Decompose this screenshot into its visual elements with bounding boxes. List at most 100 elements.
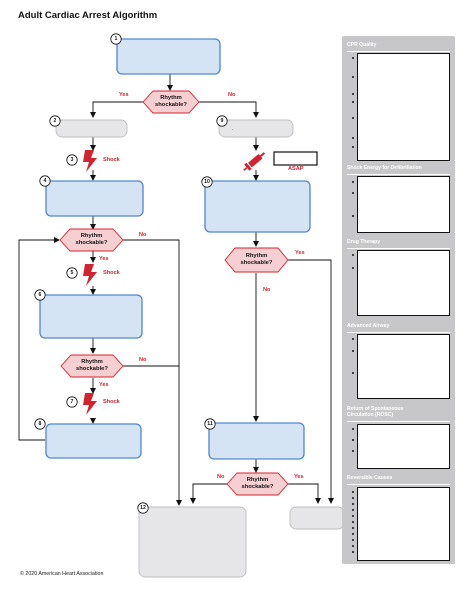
bullet	[352, 509, 354, 511]
section-title-shock-energy: Shock Energy for Defibrillation	[347, 165, 422, 171]
step-2-box	[55, 119, 128, 138]
bullet	[352, 545, 354, 547]
bullet	[352, 117, 354, 119]
bullet	[352, 503, 354, 505]
page-title: Adult Cardiac Arrest Algorithm	[18, 10, 158, 21]
asap-label: ASAP	[288, 166, 304, 172]
shock-label: Shock	[103, 157, 120, 163]
bullet	[352, 515, 354, 517]
step-number: 7	[70, 398, 74, 405]
decision-d-shape	[224, 247, 289, 273]
yes-label: Yes	[295, 250, 305, 256]
shock-icon	[83, 264, 97, 286]
section-title-rosc: Return of Spontaneous Circulation (ROSC)	[347, 406, 404, 418]
no-label: No	[139, 357, 147, 363]
step-number: 10	[204, 178, 210, 185]
yes-label: Yes	[99, 382, 109, 388]
step-8-box	[45, 423, 142, 459]
decision-c-label: Rhythm shockable?	[76, 359, 108, 372]
bullet	[352, 146, 354, 148]
decision-e-shape	[226, 472, 289, 496]
gray-step-boxes	[55, 119, 345, 578]
yes-label: Yes	[99, 256, 109, 262]
step-number: 4	[43, 177, 47, 184]
step-number: 12	[140, 504, 146, 511]
yes-label: Yes	[294, 474, 304, 480]
decision-c-shape	[60, 354, 124, 378]
step-1-box	[116, 38, 221, 75]
rosc-outcome-box	[289, 506, 345, 530]
step-number: 11	[207, 420, 213, 427]
divider	[347, 51, 450, 52]
section-title-drug-therapy: Drug Therapy	[347, 239, 381, 245]
bullet	[352, 450, 354, 452]
shock-icons	[83, 150, 97, 415]
bullet	[352, 267, 354, 269]
no-label: No	[263, 287, 271, 293]
bullet	[352, 350, 354, 352]
bullet	[352, 491, 354, 493]
divider	[347, 421, 450, 422]
bullet	[352, 533, 354, 535]
step-10-box	[204, 180, 311, 233]
connectors	[18, 74, 334, 506]
divider	[347, 174, 450, 175]
no-label: No	[217, 474, 225, 480]
section-box-shock-energy	[357, 176, 450, 233]
bullet	[352, 338, 354, 340]
decision-b-shape	[59, 228, 124, 252]
divider	[347, 248, 450, 249]
step-12-box	[138, 506, 247, 578]
decision-shapes	[59, 90, 289, 496]
bullet	[352, 93, 354, 95]
bullet	[352, 372, 354, 374]
section-box-advanced-airway	[357, 334, 450, 399]
divider	[347, 332, 450, 333]
step-4-box	[45, 180, 144, 217]
step-number: 5	[70, 269, 74, 276]
no-label: No	[228, 92, 236, 98]
bullet	[352, 551, 354, 553]
bullet	[352, 539, 354, 541]
syringe-icon	[243, 152, 266, 171]
step-9-dot: .	[232, 126, 234, 132]
decision-d-label: Rhythm shockable?	[240, 253, 273, 266]
blue-step-boxes	[39, 38, 311, 460]
section-box-cpr-quality	[357, 53, 450, 161]
step-9-box	[218, 119, 294, 138]
section-title-advanced-airway: Advanced Airway	[347, 323, 390, 329]
bullet	[352, 215, 354, 217]
divider	[347, 484, 450, 485]
section-box-reversible-causes	[357, 487, 450, 561]
shock-icon	[83, 150, 97, 172]
step-number-circles	[34, 33, 228, 514]
decision-b-label: Rhythm shockable?	[75, 233, 108, 246]
step-number: 6	[38, 291, 42, 298]
yes-label: Yes	[119, 92, 129, 98]
step-number: 2	[53, 117, 57, 124]
step-number: 1	[114, 35, 118, 42]
bullet	[352, 57, 354, 59]
section-box-drug-therapy	[357, 250, 450, 316]
shock-label: Shock	[103, 270, 120, 276]
no-label: No	[139, 232, 147, 238]
bullet	[352, 181, 354, 183]
decision-a-label: Rhythm shockable?	[155, 95, 187, 108]
decision-e-label: Rhythm shockable?	[241, 477, 274, 490]
bullet	[352, 439, 354, 441]
bullet	[352, 137, 354, 139]
step-11-box	[208, 422, 305, 460]
bullet	[352, 521, 354, 523]
shock-icon	[83, 393, 97, 415]
section-box-rosc	[357, 424, 450, 469]
bullet	[352, 527, 354, 529]
step-number: 8	[38, 420, 42, 427]
section-title-reversible-causes: Reversible Causes	[347, 475, 393, 481]
decision-a-shape	[142, 90, 200, 114]
bullet	[352, 101, 354, 103]
copyright: © 2020 American Heart Association	[20, 571, 104, 577]
shock-label: Shock	[103, 399, 120, 405]
bullet	[352, 428, 354, 430]
bullet	[352, 497, 354, 499]
